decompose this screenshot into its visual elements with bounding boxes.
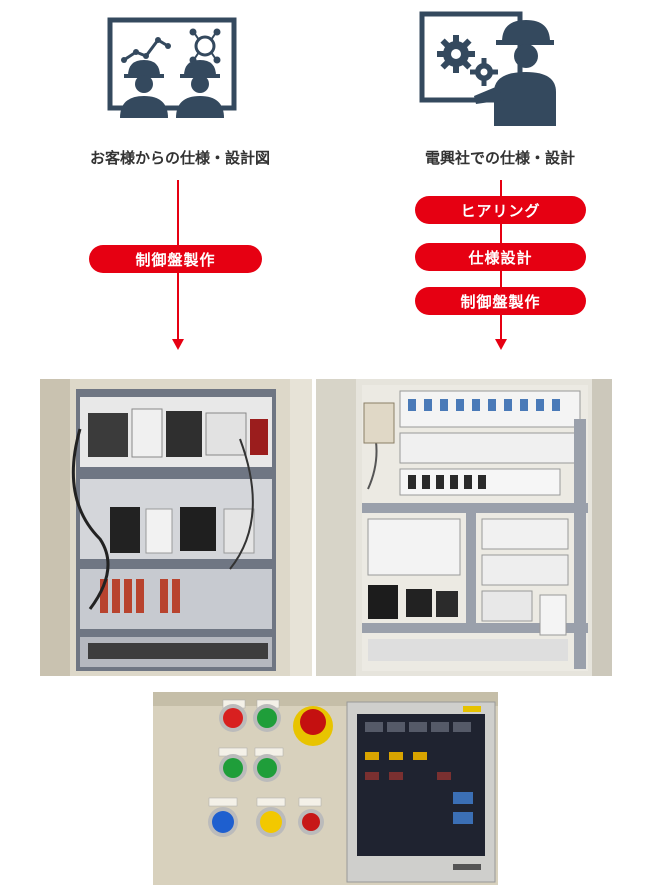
- control-panel-photo: [316, 379, 612, 676]
- right-step-hearing: ヒアリング: [415, 196, 586, 224]
- right-step-spec-design: 仕様設計: [415, 243, 586, 271]
- operation-panel-photo: [153, 692, 498, 885]
- right-arrowhead: [495, 339, 507, 350]
- engineers-at-whiteboard-icon: [100, 16, 240, 118]
- right-caption: 電興社での仕様・設計: [424, 149, 575, 167]
- left-step-fabrication: 制御盤製作: [89, 245, 262, 273]
- control-panel-photo: [40, 379, 312, 676]
- left-caption: お客様からの仕様・設計図: [89, 149, 270, 167]
- engineer-with-gears-icon: [416, 8, 556, 126]
- left-arrowhead: [172, 339, 184, 350]
- right-step-fabrication: 制御盤製作: [415, 287, 586, 315]
